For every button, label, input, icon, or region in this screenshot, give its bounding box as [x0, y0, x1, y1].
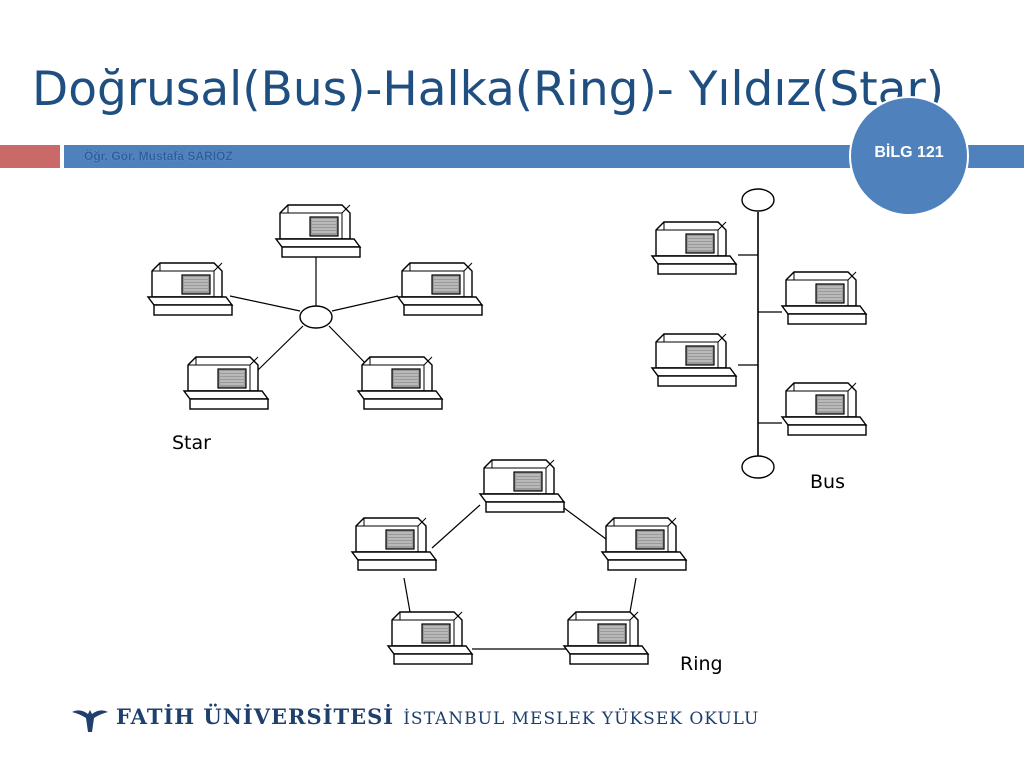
- ring-computer: [563, 611, 649, 665]
- course-code: BİLG 121: [874, 144, 944, 161]
- star-topology: [147, 204, 483, 410]
- ring-computer: [387, 611, 473, 665]
- slide-title: Doğrusal(Bus)-Halka(Ring)- Yıldız(Star): [32, 62, 945, 117]
- ring-computer: [479, 459, 565, 513]
- university-logo-icon: [72, 709, 108, 732]
- ring-label: Ring: [680, 653, 723, 675]
- university-name: FATİH ÜNİVERSİTESİ: [116, 704, 395, 729]
- bus-terminator: [741, 188, 775, 212]
- bus-computer: [781, 382, 867, 436]
- ring-topology: [351, 459, 687, 665]
- ring-computer: [351, 517, 437, 571]
- star-label: Star: [172, 432, 211, 454]
- accent-bar-red: [0, 145, 60, 168]
- star-computer: [147, 262, 233, 316]
- ring-computer: [601, 517, 687, 571]
- star-computer: [183, 356, 269, 410]
- star-hub: [299, 305, 333, 329]
- bus-topology: [651, 188, 867, 479]
- footer: FATİH ÜNİVERSİTESİ İSTANBUL MESLEK YÜKSE…: [70, 704, 950, 736]
- course-badge: [849, 96, 969, 216]
- bus-terminator: [741, 455, 775, 479]
- star-computer: [397, 262, 483, 316]
- accent-bar-blue: [64, 145, 1024, 168]
- star-computer: [275, 204, 361, 258]
- school-name: İSTANBUL MESLEK YÜKSEK OKULU: [403, 709, 760, 729]
- bus-computer: [781, 271, 867, 325]
- bus-computer: [651, 333, 737, 387]
- author-label: Öğr. Gör. Mustafa SARIÖZ: [84, 149, 233, 163]
- star-computer: [357, 356, 443, 410]
- bus-computer: [651, 221, 737, 275]
- bus-label: Bus: [810, 471, 845, 493]
